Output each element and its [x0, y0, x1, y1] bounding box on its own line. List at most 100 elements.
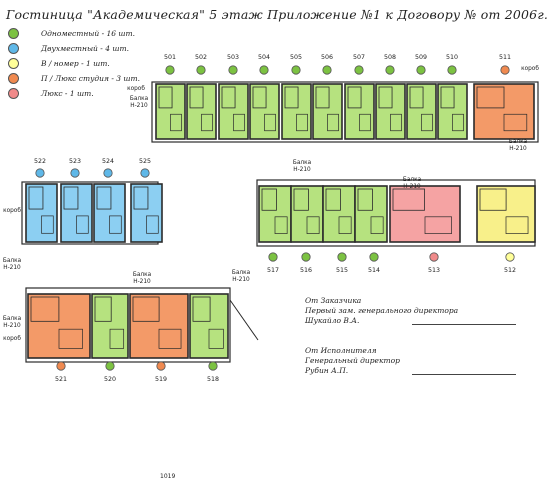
legend-dot-lux	[8, 88, 19, 99]
customer-signature-block: От Заказчика Первый зам. генерального ди…	[305, 296, 458, 326]
room-505-bathroom	[284, 86, 299, 109]
top-corridor-wall	[151, 81, 539, 143]
room-507-bed	[359, 113, 371, 132]
room-dot-503	[228, 65, 238, 75]
room-509-bed	[421, 113, 433, 132]
legend-item-suite-studio: П / Люкс студия - 3 шт.	[8, 71, 140, 86]
room-512-bathroom	[479, 188, 507, 211]
legend-label-suite-studio: П / Люкс студия - 3 шт.	[41, 74, 141, 83]
room-513-bed	[424, 216, 452, 234]
room-dot-513	[429, 252, 439, 262]
customer-signature-line	[412, 324, 516, 325]
room-number-514: 514	[368, 267, 380, 274]
room-522-bed	[41, 215, 54, 234]
room-515-bathroom	[325, 188, 341, 211]
room-508-bathroom	[378, 86, 393, 109]
contractor-signature-line	[412, 374, 516, 375]
room-dot-525	[140, 168, 150, 178]
room-number-520: 520	[104, 376, 116, 383]
room-511-bed	[503, 113, 528, 132]
room-523-bed	[76, 215, 89, 234]
room-dot-508	[385, 65, 395, 75]
room-519-bed	[158, 328, 182, 349]
room-dot-523	[70, 168, 80, 178]
room-number-508: 508	[384, 54, 396, 61]
room-dot-510	[447, 65, 457, 75]
legend-item-lux: Люкс - 1 шт.	[8, 86, 140, 101]
legend-item-double: Двухместный - 4 шт.	[8, 41, 140, 56]
room-number-505: 505	[290, 54, 302, 61]
room-512-bed	[505, 216, 529, 234]
room-dot-506	[322, 65, 332, 75]
page-number: 1019	[160, 473, 176, 480]
room-dot-517	[268, 252, 278, 262]
beam-label-middle-2-a: Балка	[403, 177, 422, 183]
legend-item-vip: В / номер - 1 шт.	[8, 56, 140, 71]
room-501-bed	[170, 113, 182, 132]
room-number-509: 509	[415, 54, 427, 61]
room-dot-514	[369, 252, 379, 262]
room-number-518: 518	[207, 376, 219, 383]
customer-heading: От Заказчика	[305, 296, 362, 305]
shaft-label-top-left: короб	[127, 86, 145, 92]
shaft-label-top-right: короб	[521, 66, 539, 72]
room-dot-522	[35, 168, 45, 178]
room-510-bed	[452, 113, 464, 132]
room-514-bed	[370, 216, 384, 234]
room-516-bathroom	[293, 188, 309, 211]
beam-label-left-1: Балка	[3, 258, 22, 264]
room-dot-516	[301, 252, 311, 262]
legend-item-single: Одноместный - 16 шт.	[8, 26, 140, 41]
contractor-position: Генеральный директор	[305, 356, 400, 365]
room-dot-509	[416, 65, 426, 75]
room-510-bathroom	[440, 86, 455, 109]
room-505-bed	[296, 113, 308, 132]
room-number-513: 513	[428, 267, 440, 274]
beam-label-bottom-left-1: Балка	[3, 316, 22, 322]
room-525	[130, 183, 163, 243]
room-number-501: 501	[164, 54, 176, 61]
room-dot-505	[291, 65, 301, 75]
beam-label-top-left-1: Балка	[130, 96, 149, 102]
legend-dot-double	[8, 43, 19, 54]
legend-label-lux: Люкс - 1 шт.	[41, 89, 94, 98]
room-number-515: 515	[336, 267, 348, 274]
room-number-525: 525	[139, 158, 151, 165]
room-509-bathroom	[409, 86, 424, 109]
beam-label-bottom-right-2: Н-210	[232, 277, 250, 283]
shaft-label-left: короб	[3, 208, 21, 214]
room-number-523: 523	[69, 158, 81, 165]
room-508-bed	[390, 113, 402, 132]
room-502-bed	[201, 113, 213, 132]
room-506-bed	[327, 113, 339, 132]
room-523-bathroom	[63, 186, 79, 210]
room-number-516: 516	[300, 267, 312, 274]
room-525-bathroom	[133, 186, 149, 210]
room-dot-520	[105, 361, 115, 371]
room-504-bathroom	[252, 86, 267, 109]
room-dot-507	[354, 65, 364, 75]
room-dot-501	[165, 65, 175, 75]
beam-label-middle-2-b: Н-210	[403, 184, 421, 190]
room-503-bed	[233, 113, 245, 132]
beam-label-bottom-mid-2: Н-210	[133, 279, 151, 285]
contractor-name: Рубин А.П.	[305, 366, 349, 375]
room-dot-519	[156, 361, 166, 371]
room-dot-502	[196, 65, 206, 75]
beam-label-middle-1-b: Н-210	[293, 167, 311, 173]
room-524-bathroom	[96, 186, 112, 210]
room-number-524: 524	[102, 158, 114, 165]
beam-label-left-2: Н-210	[3, 265, 21, 271]
room-number-502: 502	[195, 54, 207, 61]
legend-dot-suite-studio	[8, 73, 19, 84]
room-number-507: 507	[353, 54, 365, 61]
room-511-bathroom	[476, 86, 505, 109]
room-517-bed	[274, 216, 288, 234]
room-dot-512	[505, 252, 515, 262]
room-503-bathroom	[221, 86, 236, 109]
room-525-bed	[146, 215, 159, 234]
contractor-signature-block: От Исполнителя Генеральный директор Руби…	[305, 346, 400, 376]
beam-label-bottom-mid-1: Балка	[133, 272, 152, 278]
beam-label-top-left-2: Н-210	[130, 103, 148, 109]
shaft-label-bottom-left: короб	[3, 336, 21, 342]
